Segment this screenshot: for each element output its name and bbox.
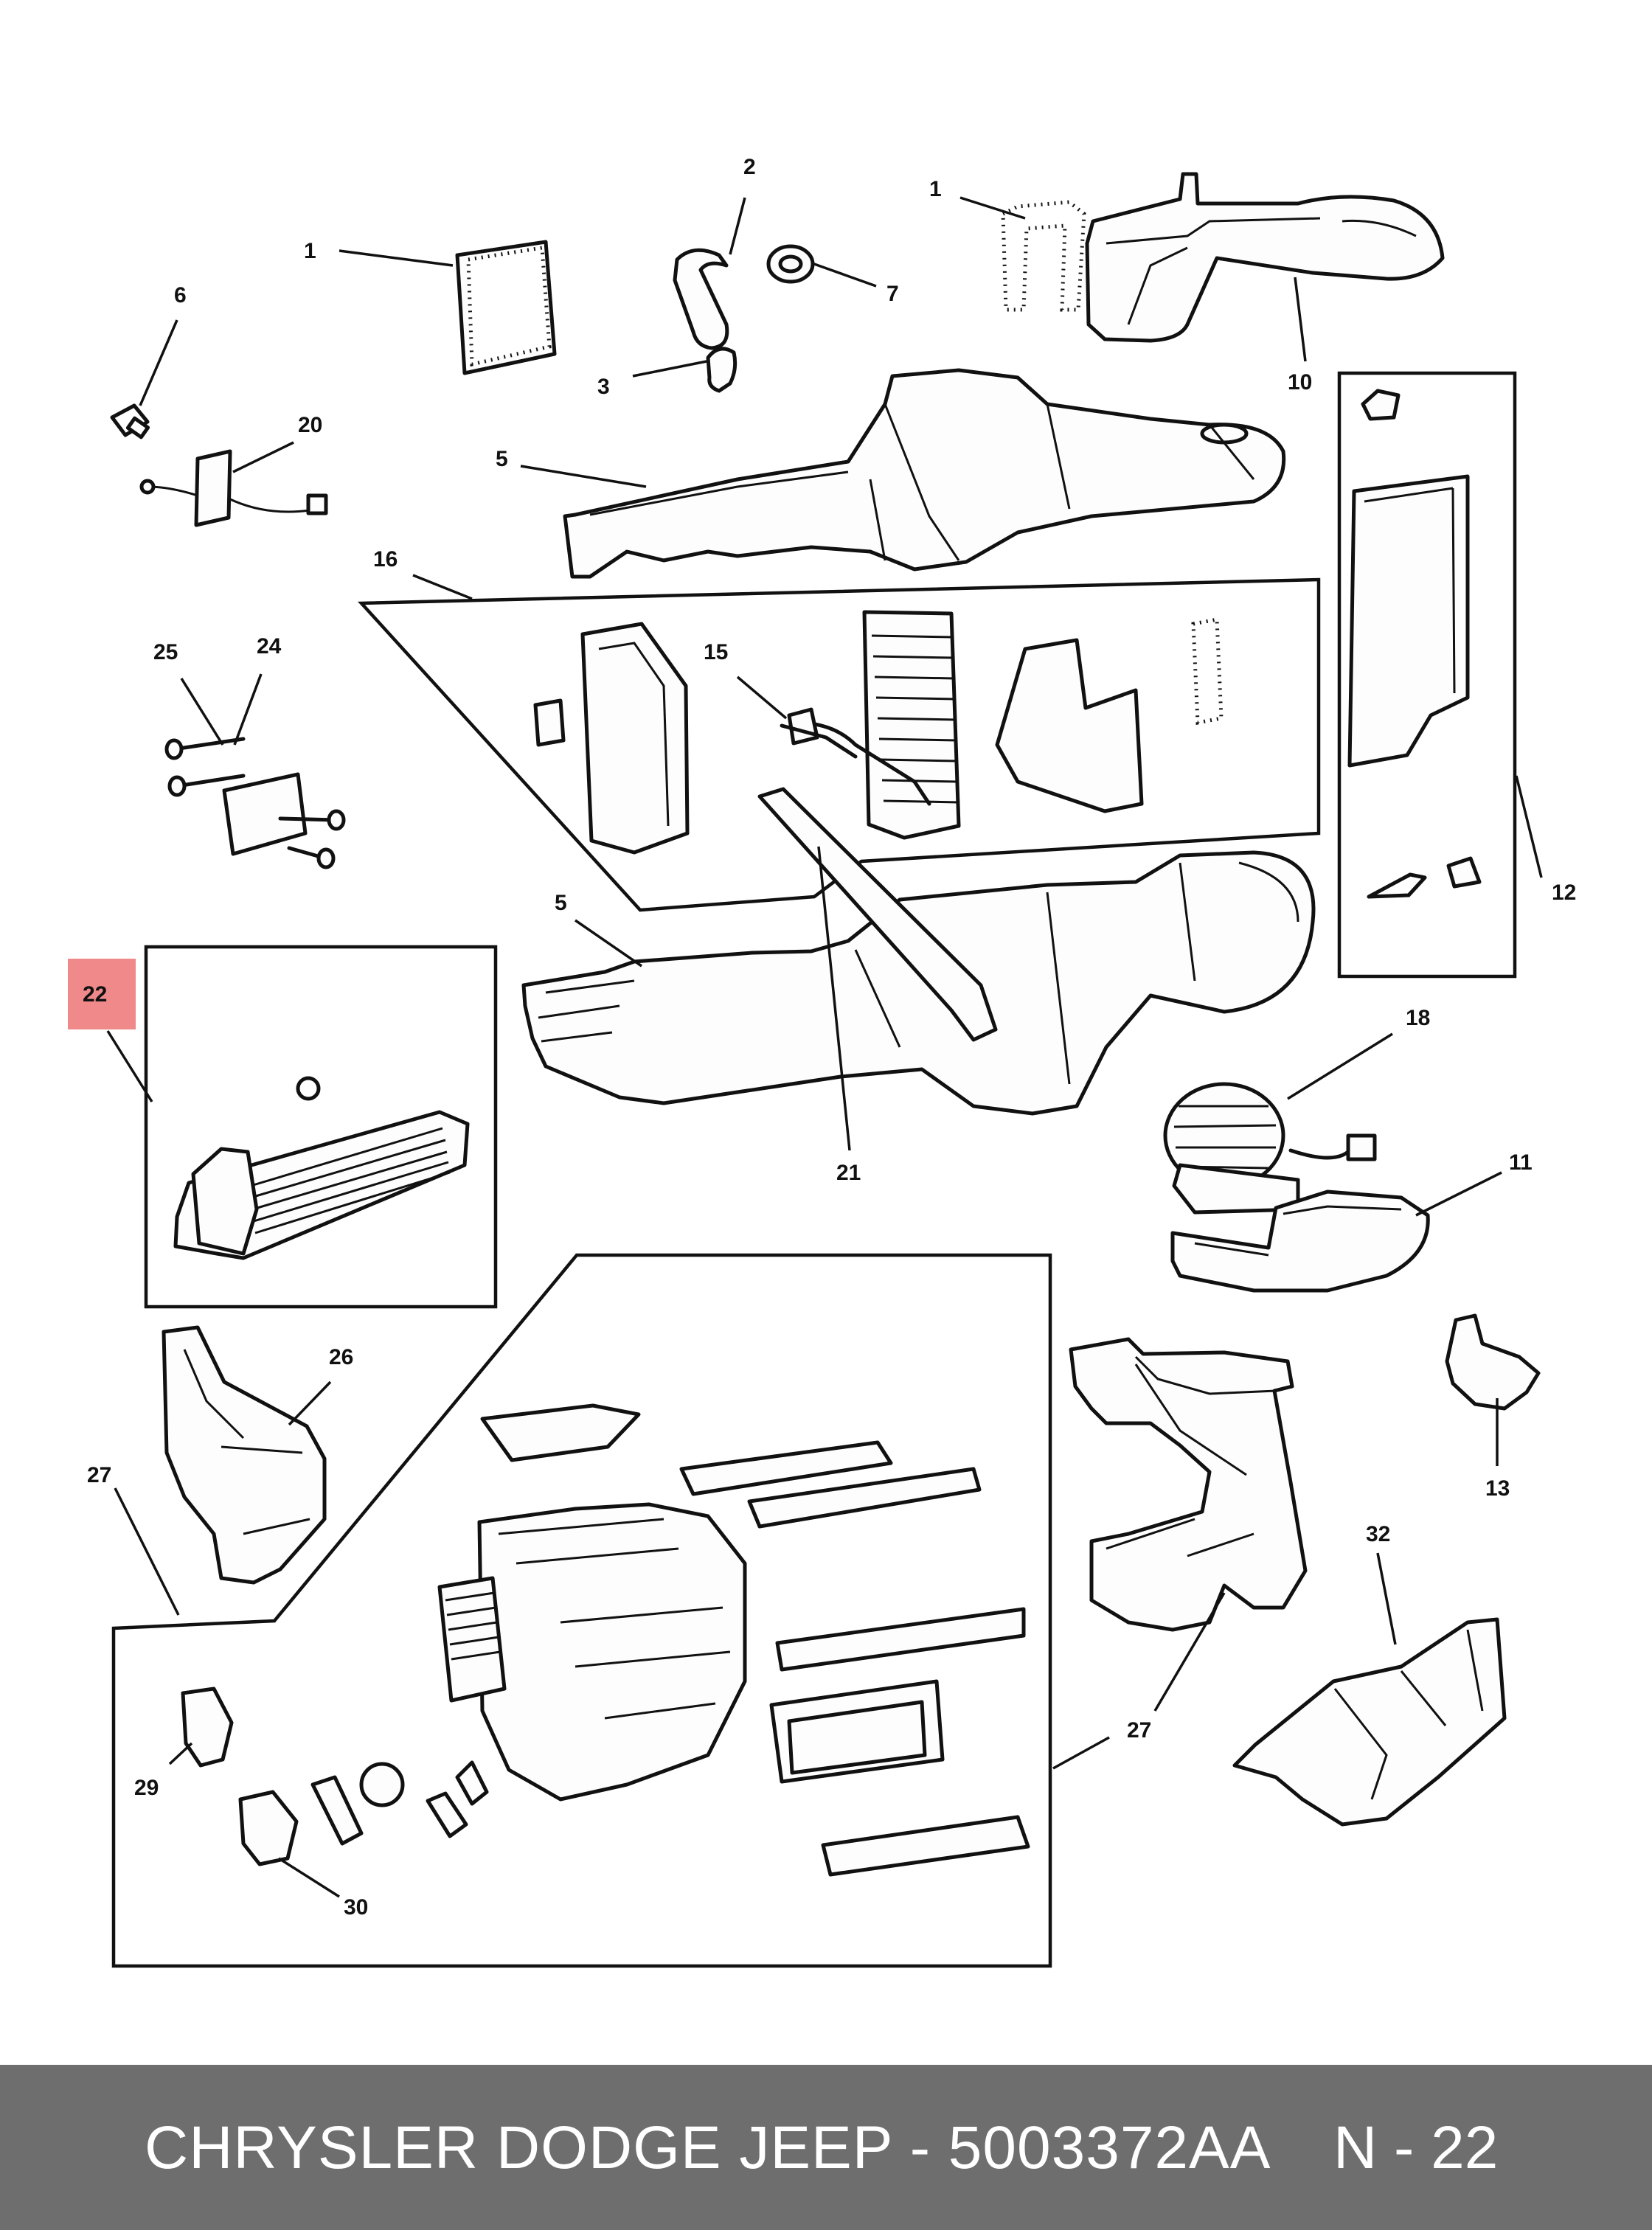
actuator-part-30: [238, 1790, 299, 1866]
callout-25: 25: [153, 640, 178, 664]
callout-5-upper: 5: [496, 447, 508, 471]
frame-group-12: [1337, 371, 1517, 979]
sensor-part-6: [110, 403, 150, 440]
duct-part-10: [1085, 172, 1445, 343]
callout-27-left: 27: [87, 1463, 111, 1487]
parts-diagram: 1 2 3 7 1 10 6 20 5 16 15 12 25 24 5 21 …: [68, 155, 1576, 1968]
duct-part-32: [1232, 1617, 1507, 1827]
duct-part-26: [162, 1325, 327, 1585]
callout-labels: 1 2 3 7 1 10 6 20 5 16 15 12 25 24 5 21 …: [83, 155, 1576, 1920]
callout-18: 18: [1406, 1006, 1430, 1030]
callout-6: 6: [174, 283, 187, 308]
group-12-parts: [1347, 389, 1482, 899]
callout-21: 21: [836, 1161, 861, 1185]
grommet-part-7: [766, 244, 815, 284]
housing-part-5-lower-detail: [538, 861, 1299, 1085]
callout-30: 30: [344, 1895, 368, 1920]
callout-7: 7: [886, 282, 899, 306]
callout-22-highlight: [68, 959, 136, 1029]
heater-tubes-part-24-25: [164, 737, 346, 869]
blower-motor-part-18: [1163, 1082, 1377, 1215]
part-number-title: CHRYSLER DODGE JEEP - 5003372AA: [145, 2114, 1271, 2181]
housing-part-5-upper-detail: [589, 403, 1255, 561]
callout-2: 2: [743, 155, 756, 179]
callout-26: 26: [329, 1345, 353, 1369]
callout-27-right: 27: [1127, 1718, 1151, 1743]
footer-bar: CHRYSLER DODGE JEEP - 5003372AA N - 22: [0, 2065, 1652, 2230]
callout-22: 22: [83, 982, 107, 1007]
gasket-part-1-left: [455, 240, 557, 375]
hvac-housing-part-27-right: [1069, 1337, 1308, 1632]
callout-10: 10: [1288, 370, 1312, 395]
hose-part-2: [673, 248, 729, 350]
leader-lines: [106, 196, 1543, 1898]
duct-part-10-detail: [1106, 217, 1417, 325]
callout-1-right: 1: [929, 177, 942, 201]
scroll-housing-part-11: [1170, 1189, 1430, 1293]
callout-11: 11: [1509, 1150, 1533, 1175]
callout-32: 32: [1366, 1522, 1390, 1546]
housing-part-5-upper-port: [1200, 423, 1249, 445]
group-16-parts: [533, 610, 1224, 855]
line-part-15: [780, 723, 858, 759]
scroll-housing-part-11-detail: [1194, 1205, 1402, 1257]
heater-core-part-22: [173, 1076, 470, 1260]
page-reference: N - 22: [1333, 2114, 1499, 2181]
frame-group-16: [358, 577, 1321, 912]
callout-12: 12: [1552, 880, 1576, 905]
gasket-part-1-right: [1001, 200, 1086, 312]
callout-16: 16: [373, 547, 398, 572]
actuator-part-29: [181, 1687, 234, 1768]
callout-24: 24: [257, 634, 282, 659]
callout-5-lower: 5: [555, 891, 567, 915]
housing-part-5-upper: [563, 368, 1286, 579]
hvac-housing-part-27-right-detail: [1106, 1355, 1277, 1557]
frame-group-27: [111, 1253, 1052, 1968]
duct-part-32-detail: [1333, 1629, 1484, 1800]
switch-part-20: [139, 449, 328, 527]
callout-13: 13: [1485, 1476, 1510, 1501]
frame-group-22: [144, 945, 498, 1309]
duct-part-26-detail: [183, 1349, 310, 1535]
callout-29: 29: [134, 1776, 159, 1800]
callout-1-left: 1: [304, 239, 316, 263]
callout-3: 3: [597, 375, 610, 399]
hose-part-3: [706, 347, 738, 393]
actuator-part-13: [1445, 1313, 1541, 1411]
callout-15: 15: [704, 640, 728, 664]
hvac-housing-part-27-left: [310, 1403, 1030, 1877]
callout-20: 20: [298, 413, 322, 437]
housing-part-5-lower: [521, 850, 1316, 1116]
